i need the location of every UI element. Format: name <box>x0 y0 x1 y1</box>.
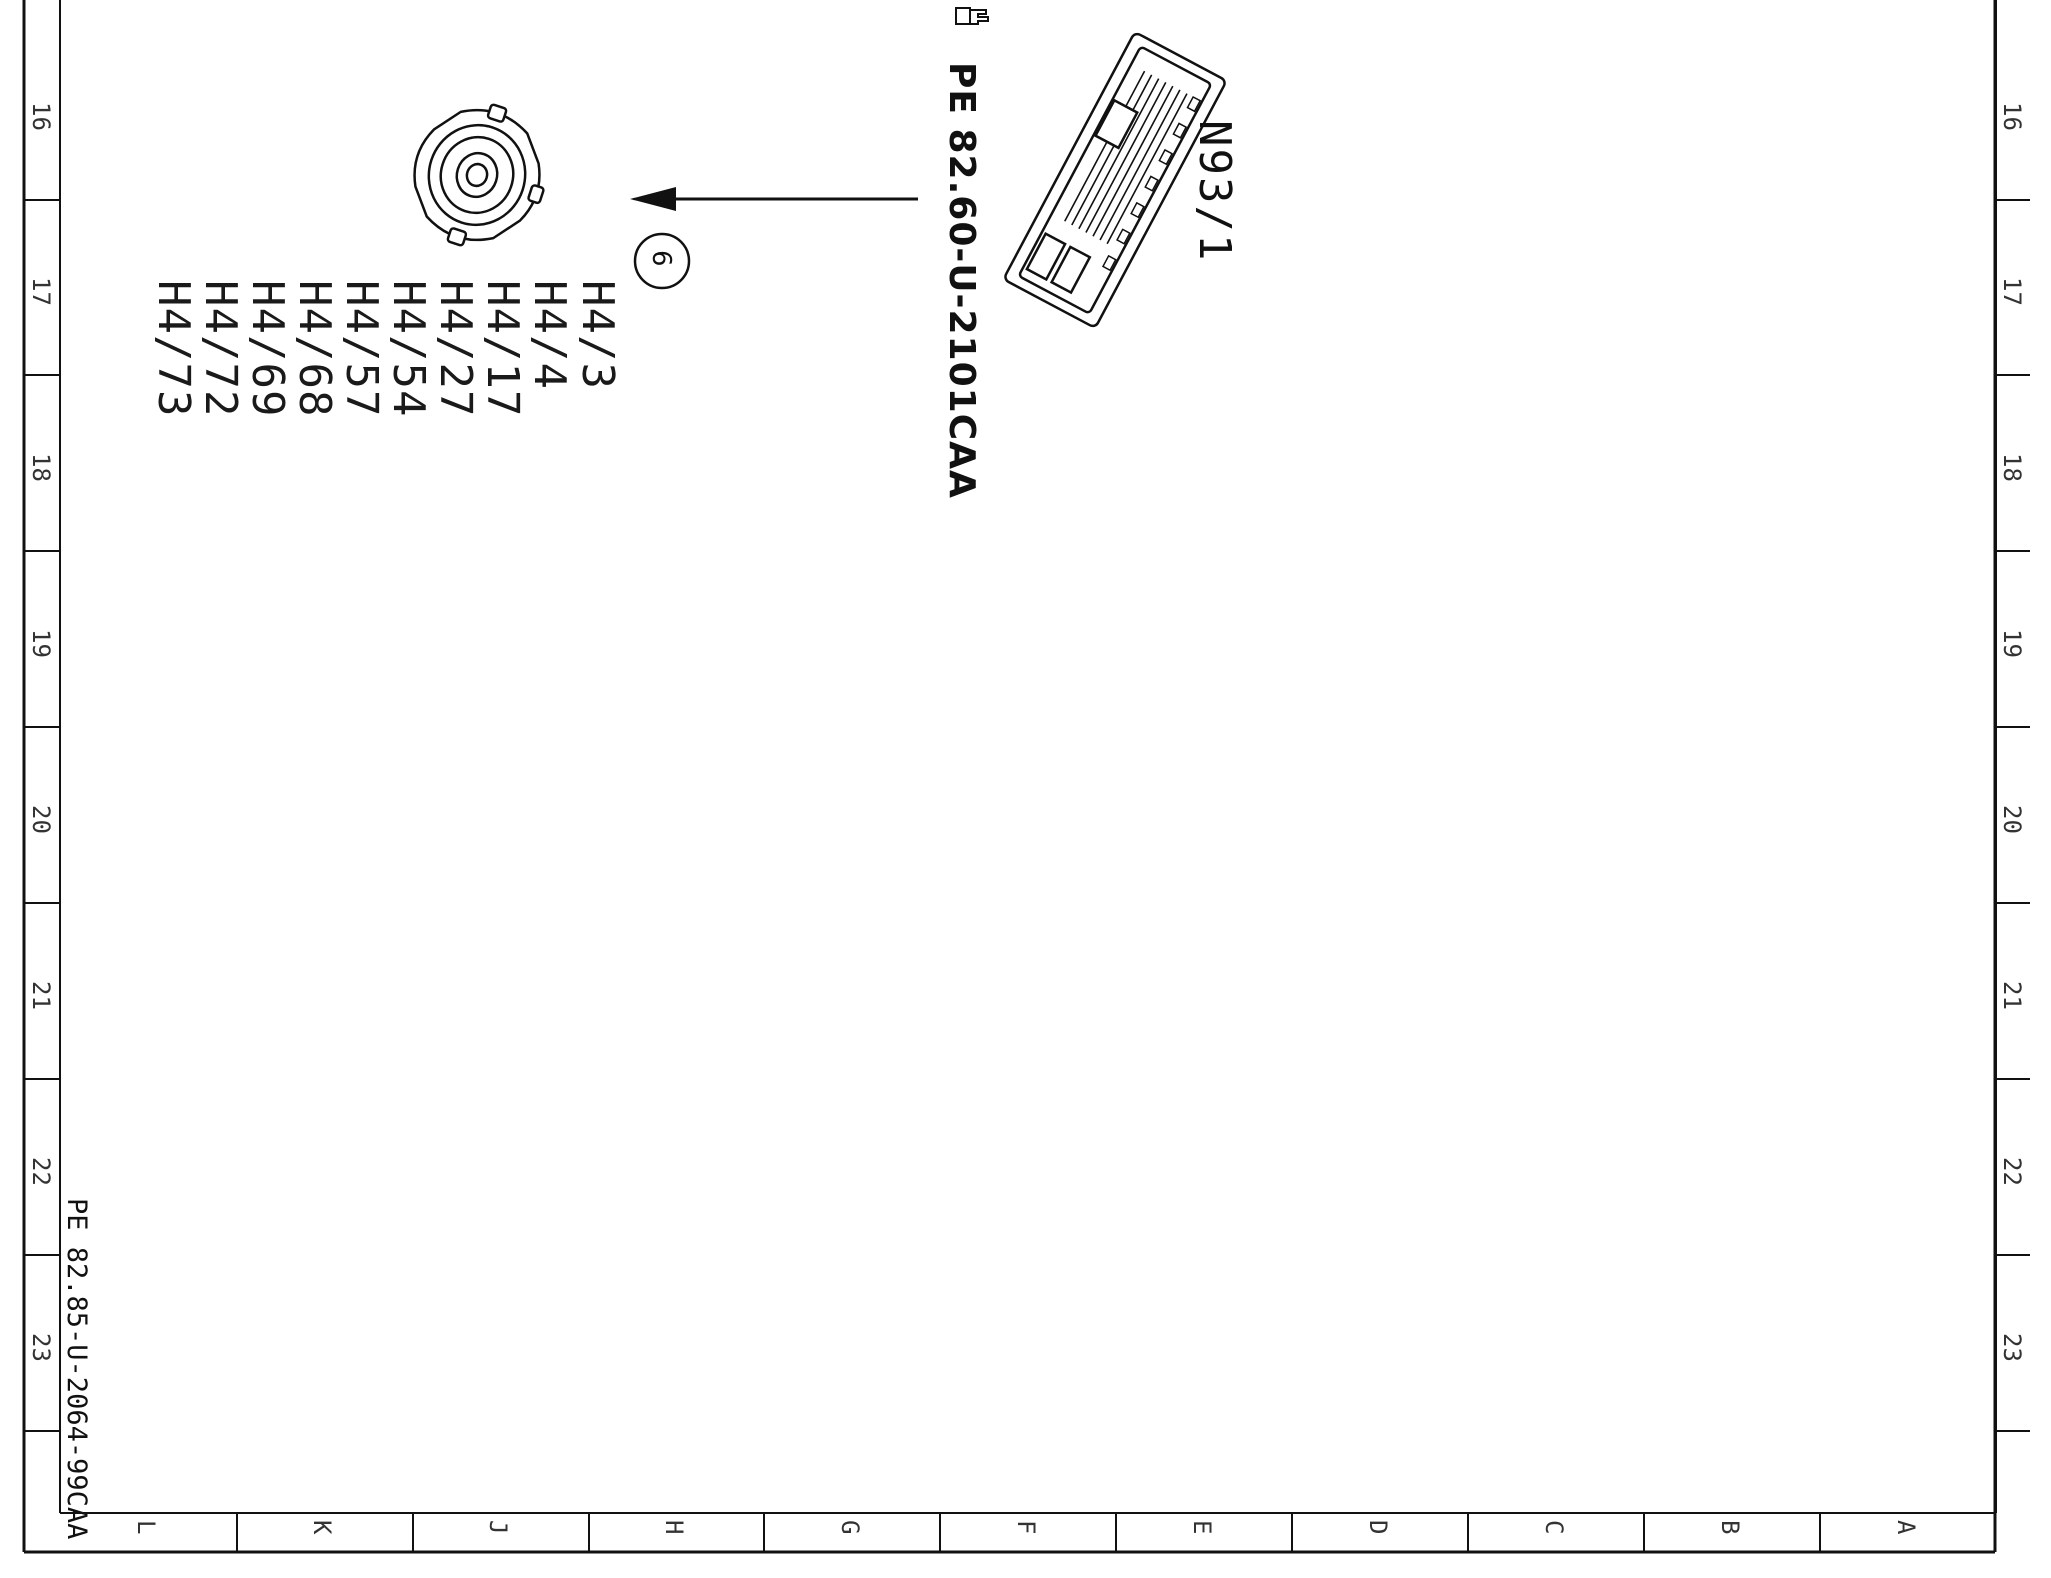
row-number: 22 <box>1998 1157 2026 1186</box>
connector-module-icon <box>1004 32 1226 328</box>
part-code: H4/17 <box>477 280 528 418</box>
left-ruler <box>24 199 60 1432</box>
part-code: H4/57 <box>336 280 387 418</box>
frame <box>22 0 1997 1554</box>
row-number: 17 <box>27 277 55 306</box>
column-letter: G <box>836 1520 864 1535</box>
column-letter: B <box>1716 1520 1744 1535</box>
callout-circle <box>633 232 691 290</box>
row-number: 21 <box>1998 981 2026 1010</box>
part-code: H4/3 <box>572 280 623 390</box>
part-code: H4/54 <box>383 280 434 418</box>
reference-main: PE 82.60-U-2101CAA <box>941 62 982 499</box>
pointing-hand-icon <box>955 7 989 25</box>
row-number: 19 <box>1998 629 2026 658</box>
part-code: H4/4 <box>524 280 575 390</box>
row-number: 16 <box>27 102 55 131</box>
bottom-ruler <box>236 1513 1821 1552</box>
column-letter: K <box>308 1520 336 1535</box>
part-code: H4/27 <box>430 280 481 418</box>
row-number: 23 <box>27 1333 55 1362</box>
row-number: 23 <box>1998 1333 2026 1362</box>
column-letter: H <box>660 1520 688 1535</box>
part-code: H4/68 <box>289 280 340 418</box>
speaker-icon <box>413 103 545 247</box>
row-number: 18 <box>1998 453 2026 482</box>
arrow-left-icon <box>630 187 918 211</box>
row-number: 17 <box>1998 277 2026 306</box>
row-number: 21 <box>27 981 55 1010</box>
column-letter: C <box>1540 1520 1568 1535</box>
right-ruler <box>1996 199 2030 1432</box>
row-number: 20 <box>1998 805 2026 834</box>
column-letter: D <box>1364 1520 1392 1535</box>
row-number: 16 <box>1998 102 2026 131</box>
row-number: 20 <box>27 805 55 834</box>
column-letter: A <box>1892 1520 1920 1535</box>
column-letter: F <box>1012 1520 1040 1535</box>
reference-footer: PE 82.85-U-2064-99CAA <box>61 1198 92 1540</box>
part-code: H4/72 <box>195 280 246 418</box>
part-code: H4/73 <box>148 280 199 418</box>
row-number: 22 <box>27 1157 55 1186</box>
column-letter: J <box>484 1520 512 1535</box>
row-number: 19 <box>27 629 55 658</box>
column-letter: L <box>132 1520 160 1535</box>
column-letter: E <box>1188 1520 1216 1535</box>
row-number: 18 <box>27 453 55 482</box>
component-label: N93/1 <box>1189 120 1240 263</box>
part-code: H4/69 <box>242 280 293 418</box>
callout-number: 6 <box>646 250 676 267</box>
